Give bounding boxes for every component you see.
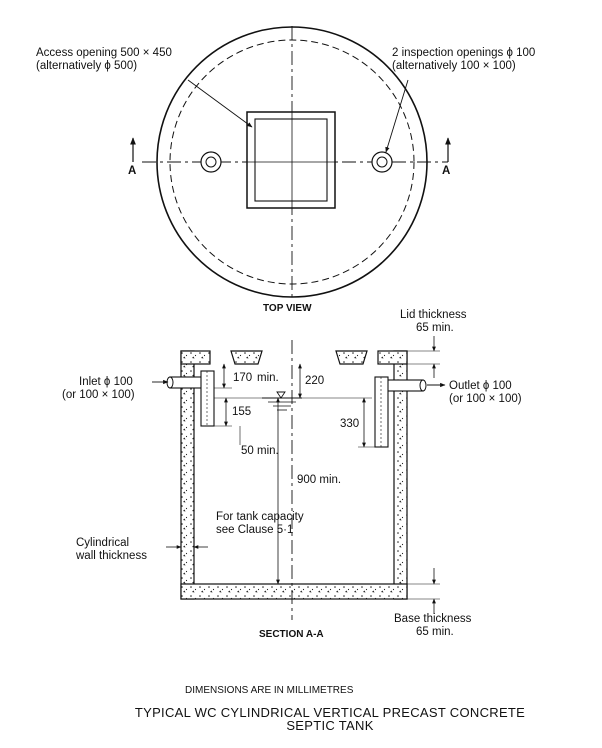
lid-right <box>377 350 408 365</box>
inspection-label-line2: (alternatively 100 × 100) <box>392 60 516 72</box>
access-opening-label-line1: Access opening 500 × 450 <box>36 47 172 59</box>
lid-thickness-label-line2: 65 min. <box>416 322 454 334</box>
inspection-opening-left-outer <box>200 151 222 173</box>
section-mark-right-label: A <box>442 165 451 177</box>
inspection-label-line1: 2 inspection openings ϕ 100 <box>392 47 536 59</box>
base-slab <box>180 583 408 600</box>
dim-155-label: 155 <box>232 406 252 418</box>
outlet-label-line1: Outlet ϕ 100 <box>449 380 512 392</box>
drawing-title-line2: SEPTIC TANK <box>286 718 374 733</box>
lid-thickness-label-line1: Lid thickness <box>400 309 467 321</box>
base-thickness-label-line2: 65 min. <box>416 626 454 638</box>
inlet-label-line2: (or 100 × 100) <box>62 389 135 401</box>
units-note: DIMENSIONS ARE IN MILLIMETRES <box>185 685 354 696</box>
top-view-caption: TOP VIEW <box>263 303 312 314</box>
section-caption: SECTION A-A <box>259 629 324 640</box>
dim-330-label: 330 <box>340 418 360 430</box>
access-opening-label-line2: (alternatively ϕ 500) <box>36 60 138 72</box>
lid-left <box>180 350 211 365</box>
inspection-opening-right-inner <box>376 156 388 168</box>
inspection-leader <box>385 79 409 153</box>
dim-170-min-label: min. <box>257 372 279 384</box>
drawing-title-line1: TYPICAL WC CYLINDRICAL VERTICAL PRECAST … <box>134 705 526 720</box>
inlet-label-line1: Inlet ϕ 100 <box>79 376 133 388</box>
section-mark-left-label: A <box>128 165 137 177</box>
wall-thickness-label-line2: wall thickness <box>76 550 147 562</box>
top-view <box>130 26 451 300</box>
dim-50-label: 50 min. <box>241 445 279 457</box>
outlet-tee <box>374 376 389 448</box>
access-opening-leader <box>187 79 253 128</box>
inspection-opening-left-inner <box>205 156 217 168</box>
capacity-label-line1: For tank capacity <box>216 511 304 523</box>
outlet-label-line2: (or 100 × 100) <box>449 393 522 405</box>
lid-center-left <box>230 350 263 365</box>
dim-170-label: 170 <box>233 372 253 384</box>
section-view <box>152 336 446 620</box>
base-thickness-label-line1: Base thickness <box>394 613 472 625</box>
inspection-opening-right-outer <box>371 151 393 173</box>
access-opening-outer <box>246 111 336 209</box>
dim-220-label: 220 <box>305 375 325 387</box>
inlet-tee <box>200 370 215 427</box>
lid-center-right <box>335 350 368 365</box>
dim-900-label: 900 min. <box>297 474 342 486</box>
capacity-label-line2: see Clause 5·1 <box>216 524 294 536</box>
wall-thickness-label-line1: Cylindrical <box>76 537 130 549</box>
water-level-triangle <box>276 391 286 399</box>
access-opening-inner <box>254 118 328 202</box>
